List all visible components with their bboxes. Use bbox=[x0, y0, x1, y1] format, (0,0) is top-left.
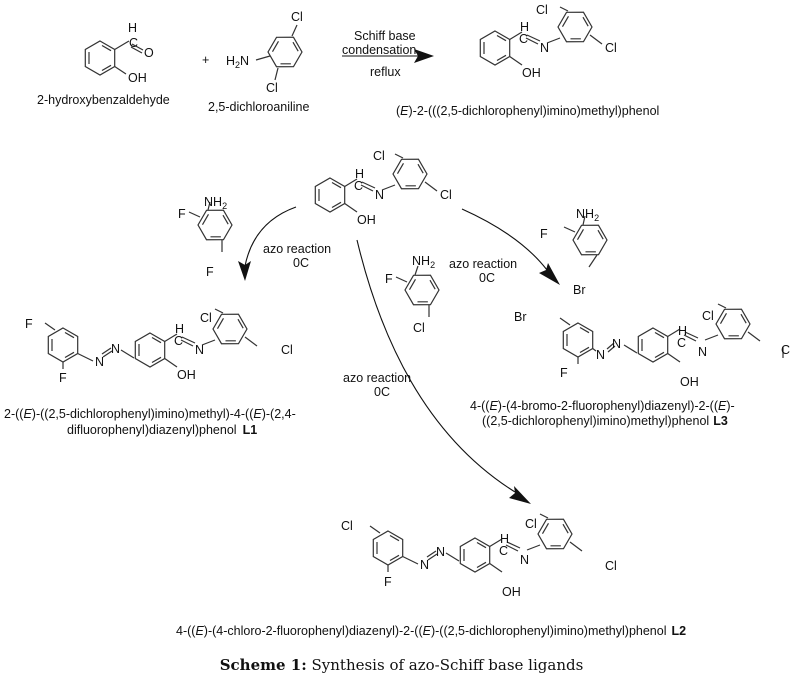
condition-left-line1: azo reaction bbox=[263, 242, 331, 256]
product-L3-name-line2: ((2,5-dichlorophenyl)imino)methyl)phenol… bbox=[482, 414, 728, 428]
atom-br: Br bbox=[573, 283, 586, 297]
aniline-name: 2,5-dichloroaniline bbox=[208, 100, 310, 114]
atom-c: C bbox=[354, 179, 363, 193]
atom-cl1: Cl bbox=[525, 517, 537, 531]
atom-f: F bbox=[560, 366, 568, 380]
product-L2-structure: Cl F N N Cl Cl H C N OH bbox=[341, 511, 617, 599]
atom-cl-top: Cl bbox=[291, 10, 303, 24]
atom-nh2: NH2 bbox=[204, 195, 227, 211]
atom-c: C bbox=[519, 32, 528, 46]
product-L1-name-line1: 2-((E)-((2,5-dichlorophenyl)imino)methyl… bbox=[4, 407, 296, 421]
atom-cl2: Cl bbox=[605, 41, 617, 55]
aldehyde-structure: H C O OH bbox=[84, 21, 154, 85]
product-L1-label: L1 bbox=[243, 423, 258, 437]
arrow-to-L3 bbox=[461, 208, 548, 271]
atom-cl: Cl bbox=[413, 321, 425, 335]
atom-oh: OH bbox=[502, 585, 521, 599]
aniline-structure: H2N Cl Cl bbox=[226, 10, 307, 95]
atom-cl1: Cl bbox=[536, 3, 548, 17]
reagent-bromofluoroaniline: NH2 F Br bbox=[540, 207, 612, 297]
atom-cl2: Cl bbox=[440, 188, 452, 202]
step1-label-line2: condensation bbox=[342, 43, 416, 57]
caption-text: Synthesis of azo-Schiff base ligands bbox=[306, 656, 584, 674]
atom-nh2: NH2 bbox=[576, 207, 599, 223]
atom-n2: N bbox=[436, 545, 445, 559]
schiff-base-name: (E)-2-(((2,5-dichlorophenyl)imino)methyl… bbox=[396, 104, 659, 118]
atom-cl1: Cl bbox=[200, 311, 212, 325]
atom-c: C bbox=[677, 336, 686, 350]
atom-cl0: Cl bbox=[341, 519, 353, 533]
atom-h: H bbox=[520, 20, 529, 34]
step1-label-line1: Schiff base bbox=[354, 29, 416, 43]
caption-label: Scheme 1: bbox=[219, 656, 307, 674]
atom-c: C bbox=[499, 544, 508, 558]
scheme-caption: Scheme 1: Synthesis of azo-Schiff base l… bbox=[0, 656, 803, 674]
condition-middle-line2: 0C bbox=[374, 385, 390, 399]
product-L3-structure: Br F N N Cl C H C N OH bbox=[514, 301, 790, 389]
atom-h: H bbox=[175, 322, 184, 336]
condition-middle-line1: azo reaction bbox=[343, 371, 411, 385]
arrow-to-L2 bbox=[356, 239, 516, 493]
condition-right-line2: 0C bbox=[479, 271, 495, 285]
reagent-difluoroaniline: NH2 F F bbox=[178, 195, 237, 279]
atom-f: F bbox=[540, 227, 548, 241]
atom-oh: OH bbox=[128, 71, 147, 85]
atom-h2n: H2N bbox=[226, 54, 249, 70]
atom-h: H bbox=[128, 21, 137, 35]
product-L3-name-line1: 4-((E)-(4-bromo-2-fluorophenyl)diazenyl)… bbox=[470, 399, 735, 413]
atom-cl1: Cl bbox=[373, 149, 385, 163]
atom-f1: F bbox=[178, 207, 186, 221]
atom-h: H bbox=[678, 324, 687, 338]
atom-cl1: Cl bbox=[702, 309, 714, 323]
atom-cl2: Cl bbox=[605, 559, 617, 573]
atom-oh: OH bbox=[177, 368, 196, 382]
condition-left-line2: 0C bbox=[293, 256, 309, 270]
atom-n1: N bbox=[596, 348, 605, 362]
atom-f2: F bbox=[206, 265, 214, 279]
atom-br: Br bbox=[514, 310, 527, 324]
atom-f: F bbox=[384, 575, 392, 589]
product-L3-label: L3 bbox=[713, 414, 728, 428]
arrow-to-L1 bbox=[244, 206, 297, 267]
atom-oh: OH bbox=[522, 66, 541, 80]
aldehyde-name: 2-hydroxybenzaldehyde bbox=[37, 93, 170, 107]
arrow-to-L2-head bbox=[509, 486, 531, 504]
atom-nh2: NH2 bbox=[412, 254, 435, 270]
atom-o: O bbox=[144, 46, 154, 60]
step1-label-line3: reflux bbox=[370, 65, 401, 79]
atom-n3: N bbox=[195, 343, 204, 357]
plus-sign: + bbox=[202, 53, 209, 67]
atom-c: C bbox=[129, 36, 138, 50]
schiff-base-structure: Cl Cl H C N OH bbox=[479, 3, 617, 80]
reagent-chlorofluoroaniline: NH2 F Cl bbox=[385, 254, 444, 335]
atom-h: H bbox=[500, 532, 509, 546]
atom-n: N bbox=[375, 188, 384, 202]
atom-oh: OH bbox=[357, 213, 376, 227]
arrow-to-L3-head bbox=[539, 263, 560, 285]
atom-n: N bbox=[540, 41, 549, 55]
product-L2-name: 4-((E)-(4-chloro-2-fluorophenyl)diazenyl… bbox=[176, 624, 686, 638]
atom-cl-bottom: Cl bbox=[266, 81, 278, 95]
step1-arrow-head bbox=[414, 49, 434, 63]
intermediate-structure: Cl Cl H C N OH bbox=[314, 149, 452, 227]
condition-right-line1: azo reaction bbox=[449, 257, 517, 271]
atom-f1: F bbox=[25, 317, 33, 331]
atom-f2: F bbox=[59, 371, 67, 385]
atom-f: F bbox=[385, 272, 393, 286]
atom-n2: N bbox=[111, 342, 120, 356]
product-L1-structure: F F N N Cl Cl H C N OH bbox=[25, 306, 293, 385]
atom-n1: N bbox=[420, 558, 429, 572]
atom-oh: OH bbox=[680, 375, 699, 389]
atom-n1: N bbox=[95, 355, 104, 369]
product-L2-label: L2 bbox=[671, 624, 686, 638]
atom-cl2: Cl bbox=[281, 343, 293, 357]
atom-n3: N bbox=[698, 345, 707, 359]
atom-cl2: C bbox=[781, 343, 790, 357]
atom-n3: N bbox=[520, 553, 529, 567]
arrow-to-L1-head bbox=[238, 261, 251, 281]
atom-c: C bbox=[174, 334, 183, 348]
atom-n2: N bbox=[612, 337, 621, 351]
atom-h: H bbox=[355, 167, 364, 181]
